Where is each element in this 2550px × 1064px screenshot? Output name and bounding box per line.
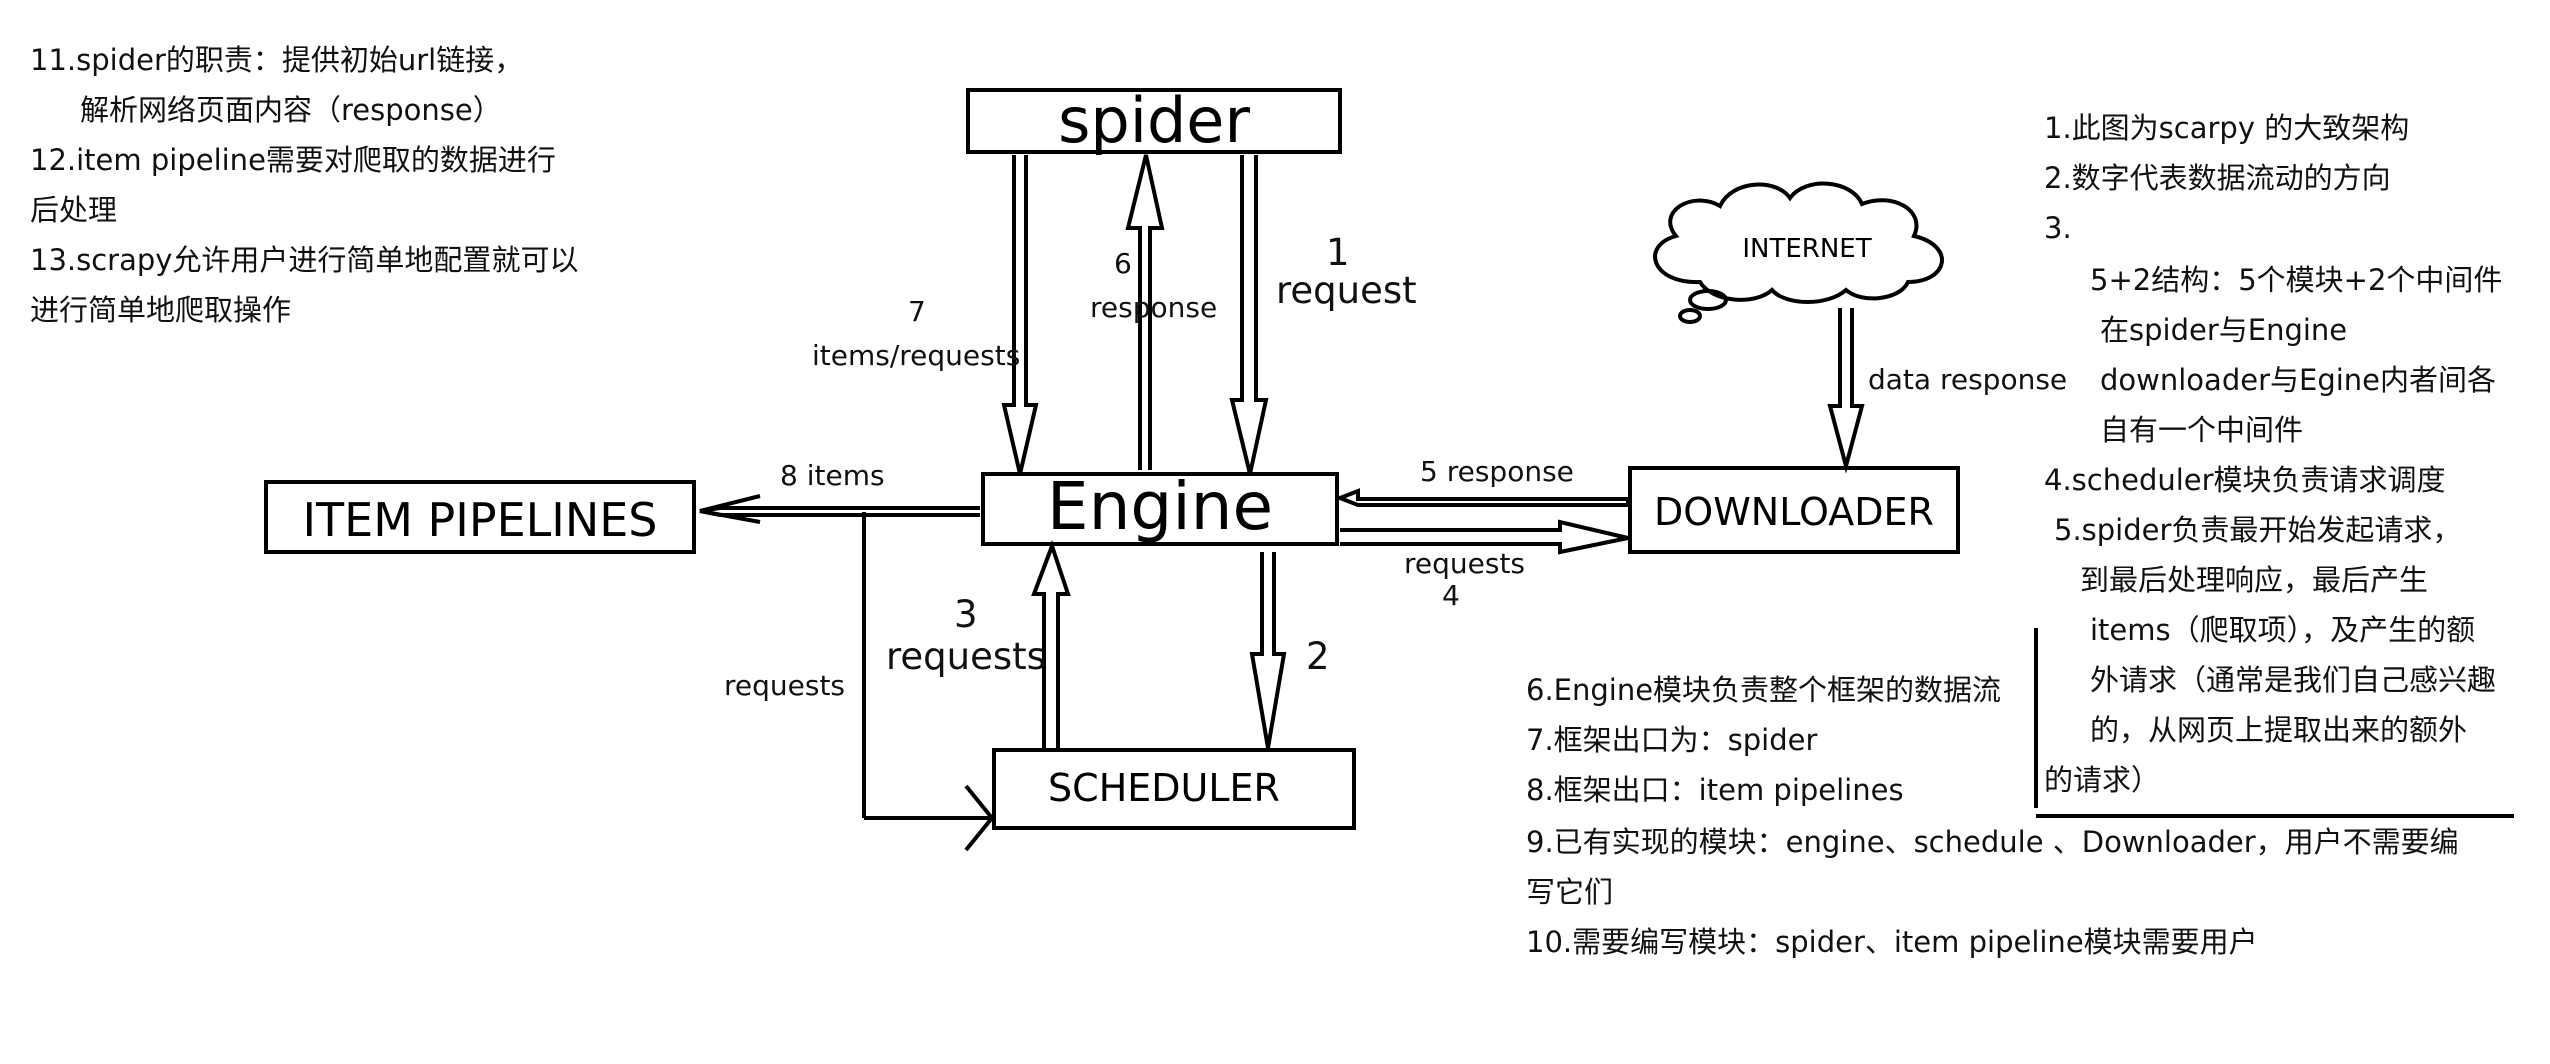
note-right-line: 1.此图为scarpy 的大致架构 [2044,111,2410,145]
note-right-line: 自有一个中间件 [2100,413,2304,447]
cloud-puff [1678,308,1702,324]
note-left-line: 进行简单地爬取操作 [30,293,292,327]
downloader-box [1628,466,1960,554]
note-left-line: 13.scrapy允许用户进行简单地配置就可以 [30,243,579,277]
note-right-line: 到最后处理响应，最后产生 [2080,563,2429,597]
note-bottom-line: 写它们 [1526,875,1614,909]
note-right-line: 外请求（通常是我们自己感兴趣 [2090,663,2497,697]
flow-8-label: 8 items [780,459,885,492]
note-left-line: 12.item pipeline需要对爬取的数据进行 [30,143,556,177]
note-right-line: 3. [2044,211,2072,245]
note-right-line: items（爬取项），及产生的额 [2090,613,2476,647]
flow-6-number: 6 [1114,247,1132,280]
item-pipelines-box [264,480,696,554]
note-right-line: 5.spider负责最开始发起请求， [2054,513,2462,547]
internet-cloud [1653,181,1944,304]
arrow-3-requests [1031,540,1071,748]
internet-label: INTERNET [1742,234,1872,264]
arrow-5-response [1334,488,1630,507]
arrow-7-items-requests [1001,155,1039,475]
flow-1-label: request [1276,269,1417,312]
scheduler-box [992,748,1356,830]
note-bottom-line: 8.框架出口：item pipelines [1526,773,1904,807]
arrow-1-request [1229,155,1269,475]
arrow-8-items [699,494,980,524]
flow-5-label: 5 response [1420,455,1574,488]
note-right-line: 4.scheduler模块负责请求调度 [2044,463,2446,497]
note-right-line: 5+2结构：5个模块+2个中间件 [2090,263,2503,297]
arrow-2 [1249,552,1287,749]
arrow-data-response [1827,308,1865,474]
arrow-4-requests [1340,519,1629,555]
notes-bracket [2034,628,2514,818]
downloader-label: DOWNLOADER [1654,490,1934,534]
flow-4-label: requests [1404,547,1526,580]
note-right-line: 的请求） [2044,763,2161,797]
spider-label: spider [1058,84,1250,157]
note-left-line: 11.spider的职责：提供初始url链接， [30,43,524,77]
flow-3-label: requests [886,635,1046,678]
item-pipelines-label: ITEM PIPELINES [302,493,658,547]
flow-3-number: 3 [954,593,978,636]
note-bottom-line: 9.已有实现的模块：engine、schedule 、Downloader，用户… [1526,825,2459,859]
spider-box [966,88,1342,154]
flow-1-number: 1 [1326,231,1350,274]
note-bottom-line: 7.框架出口为：spider [1526,723,1818,757]
engine-label: Engine [1046,468,1274,545]
note-left-line: 后处理 [30,193,118,227]
note-bottom-line: 6.Engine模块负责整个框架的数据流 [1526,673,2002,707]
cloud-puff [1688,289,1728,311]
engine-box [981,472,1339,546]
arrow-6-response [1125,154,1165,470]
data-response-label: data response [1868,363,2068,396]
loop-requests-label: requests [724,669,846,702]
scheduler-label: SCHEDULER [1048,766,1280,810]
flow-4-number: 4 [1442,579,1460,612]
note-right-line: 在spider与Engine [2100,313,2348,347]
note-right-line: 2.数字代表数据流动的方向 [2044,161,2391,195]
flow-6-label: response [1090,291,1218,324]
flow-7-number: 7 [908,295,926,328]
note-left-line: 解析网络页面内容（response） [80,93,502,127]
flow-7-label: items/requests [812,339,1021,372]
note-right-line: 的，从网页上提取出来的额外 [2090,713,2468,747]
note-right-line: downloader与Egine内者间各 [2100,363,2497,397]
note-bottom-line: 10.需要编写模块：spider、item pipeline模块需要用户 [1526,925,2258,959]
flow-2-number: 2 [1306,635,1330,678]
arrow-requests-loop [862,512,994,852]
